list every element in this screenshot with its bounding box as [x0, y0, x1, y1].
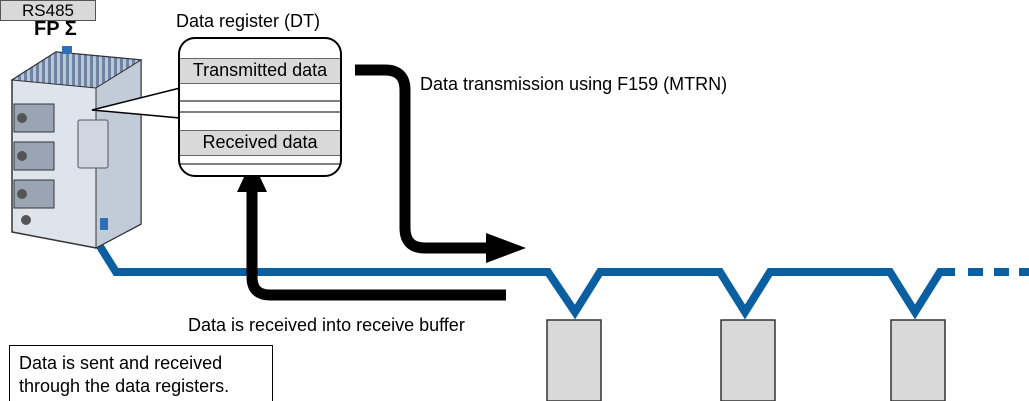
transmit-arrow: [355, 64, 526, 263]
note-line-2: through the data registers.: [19, 376, 230, 396]
data-register-title: Data register (DT): [176, 11, 321, 31]
slave-device-1: [546, 319, 602, 401]
note-line-1: Data is sent and received: [19, 353, 223, 373]
reception-label: Data is received into receive buffer: [188, 315, 465, 335]
slave-device-3: [890, 319, 946, 401]
plc-unit: [10, 46, 143, 249]
note-box: Data is sent and received through the da…: [9, 345, 273, 401]
plc-name-label: FP Σ: [34, 18, 77, 40]
rs485-badge: RS485: [0, 0, 96, 21]
slave-device-2: [720, 319, 776, 401]
received-data-row: Received data: [180, 130, 340, 156]
transmitted-data-row: Transmitted data: [180, 58, 340, 84]
rs485-bus-line: [92, 237, 1029, 320]
transmission-label: Data transmission using F159 (MTRN): [420, 74, 728, 94]
